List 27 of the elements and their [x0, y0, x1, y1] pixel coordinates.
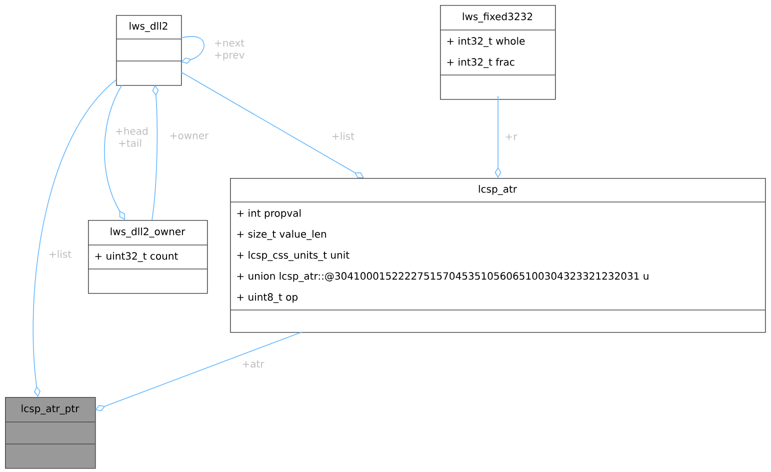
attribute-text: + union lcsp_atr::@304100015222275157045351056065100304323321232031 u: [237, 272, 648, 282]
connector: [104, 84, 125, 220]
attribute-text: + uint32_t count: [95, 252, 178, 262]
edge-label: +list: [330, 131, 356, 141]
edge-label: +r: [504, 132, 518, 142]
connector: [180, 72, 364, 178]
attribute-text: + uint8_t op: [237, 293, 298, 303]
attribute-text: + int32_t frac: [447, 58, 514, 68]
edge-label: +list: [47, 249, 73, 259]
connector: [95, 332, 302, 412]
class-name: lcsp_atr_ptr: [22, 404, 80, 414]
attribute-text: + lcsp_css_units_t unit: [237, 251, 350, 261]
connector: [152, 85, 159, 220]
connector: [32, 80, 116, 397]
class-name: lcsp_atr: [478, 185, 517, 195]
class-name: lws_dll2_owner: [110, 228, 186, 238]
connector: [180, 36, 204, 64]
edge-label: +next +prev: [213, 38, 245, 62]
attribute-text: + int32_t whole: [447, 37, 525, 47]
edge-label: +owner: [168, 132, 210, 140]
connector: [494, 96, 502, 178]
edge-label: +atr: [240, 359, 266, 369]
class-name: lws_fixed3232: [462, 12, 532, 22]
class-name: lws_dll2: [130, 22, 168, 32]
edge-label: +head +tail: [114, 126, 148, 148]
attribute-text: + int propval: [237, 209, 301, 219]
attribute-text: + size_t value_len: [237, 230, 326, 240]
